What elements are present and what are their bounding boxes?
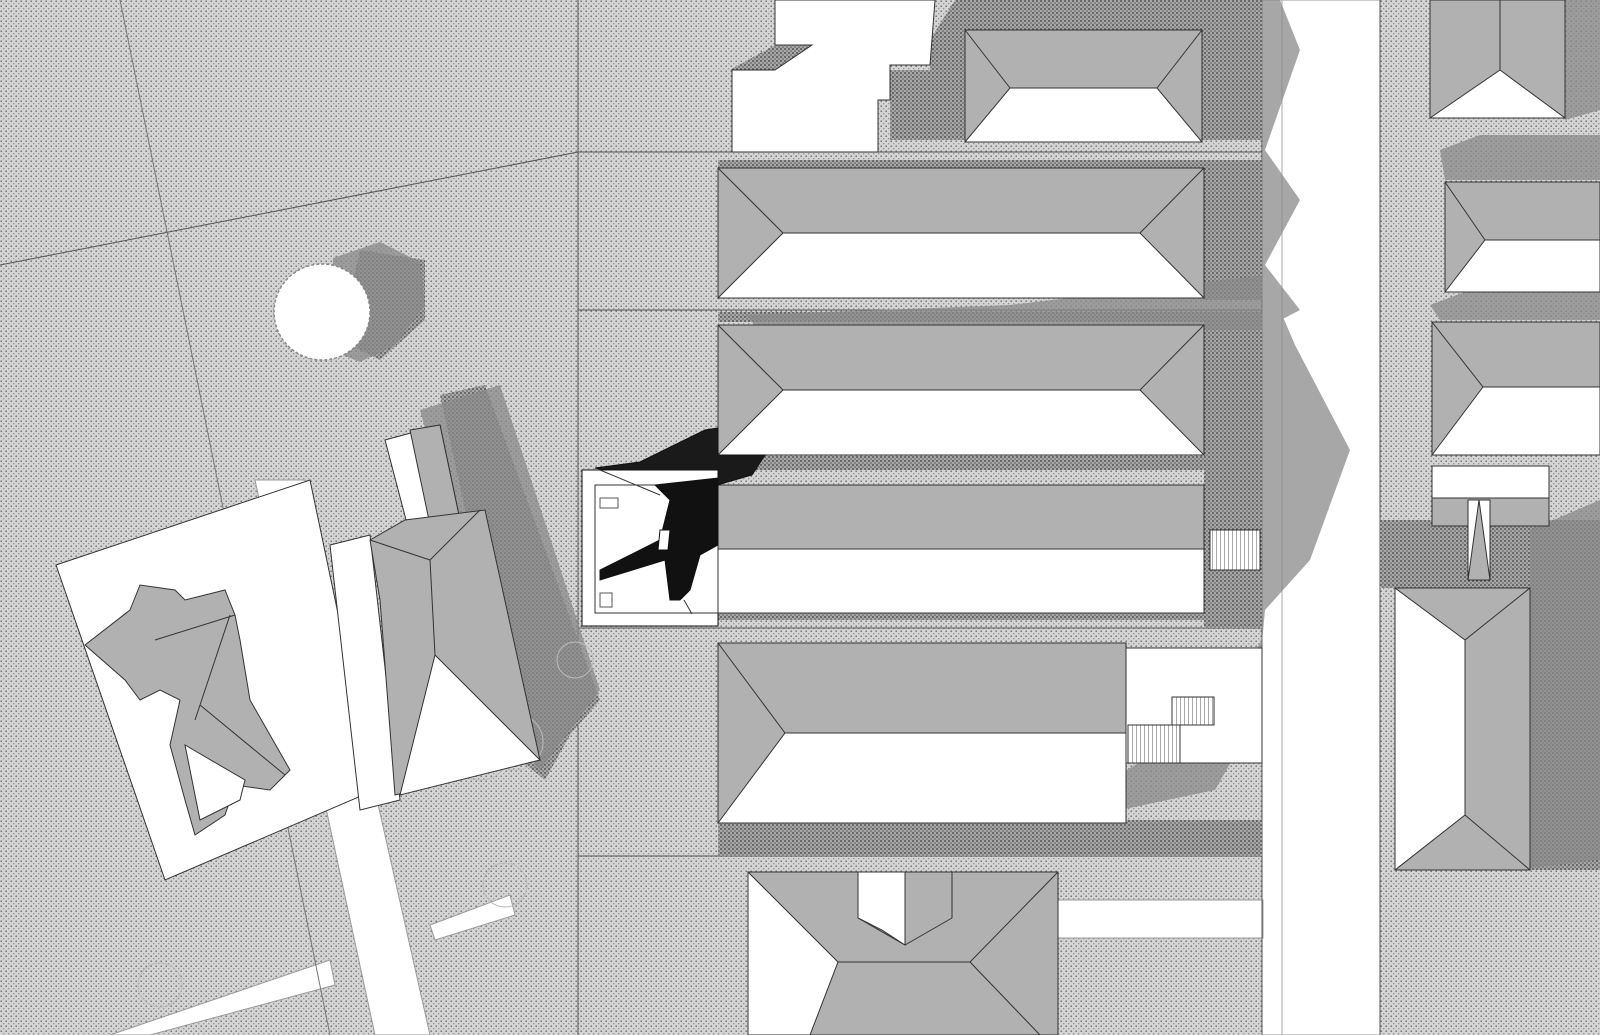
diagonal-strip [109, 959, 336, 1035]
left-house [55, 479, 376, 881]
roof-row-2-lit [716, 389, 1206, 456]
pavilion-detail-1 [599, 497, 619, 509]
roof-row-2 [716, 324, 1206, 456]
diag-house-roof-lit [399, 654, 541, 796]
pavilion-slot [657, 529, 671, 551]
roof-row-4 [717, 642, 1263, 824]
shadow-bottom-strip [718, 820, 1262, 856]
shadow-right-row-2 [1430, 290, 1600, 320]
shadow-right-row-1 [1440, 135, 1600, 180]
new-pavilion [581, 427, 766, 627]
pavilion-detail-2 [599, 592, 613, 608]
short-diagonal-strip [429, 894, 516, 941]
shadow-row-3 [718, 456, 1262, 628]
lane-lower-right [1057, 899, 1264, 939]
shadow-row-4 [718, 612, 1262, 620]
round-tree [273, 263, 371, 361]
left-house-roof-lit [184, 744, 246, 821]
right-roof-4 [1431, 465, 1550, 581]
right-roof-2 [1443, 181, 1600, 293]
left-house-roof-shaded [84, 584, 291, 836]
right-roof-1 [1428, 0, 1567, 119]
roof-top [963, 29, 1204, 143]
roof-row-4-lit [717, 732, 1127, 824]
right-roof-3 [1431, 321, 1600, 456]
stair-row-4-b [1127, 724, 1181, 764]
shadow-diag-house-right [420, 385, 600, 770]
stair-row-3 [1209, 529, 1261, 571]
diag-house-plot [329, 534, 401, 811]
stairs [1127, 529, 1261, 764]
roof-row-1-lit [716, 232, 1206, 299]
roof-bottom-lit-notch [857, 871, 906, 946]
stair-row-4-a [1171, 696, 1215, 726]
roof-row-3 [717, 484, 1205, 614]
top-block-footprint [731, 0, 936, 153]
roof-row-1 [716, 167, 1206, 299]
roof-bottom [747, 870, 1059, 1035]
shadow-right-lower [1530, 500, 1600, 868]
shadow-east-edge [1262, 0, 1300, 330]
top-block [731, 0, 936, 153]
diagonal-house [329, 424, 541, 811]
right-roof-5 [1394, 587, 1531, 872]
tree-canopy [273, 263, 371, 361]
roof-row-3-lit [717, 548, 1205, 614]
